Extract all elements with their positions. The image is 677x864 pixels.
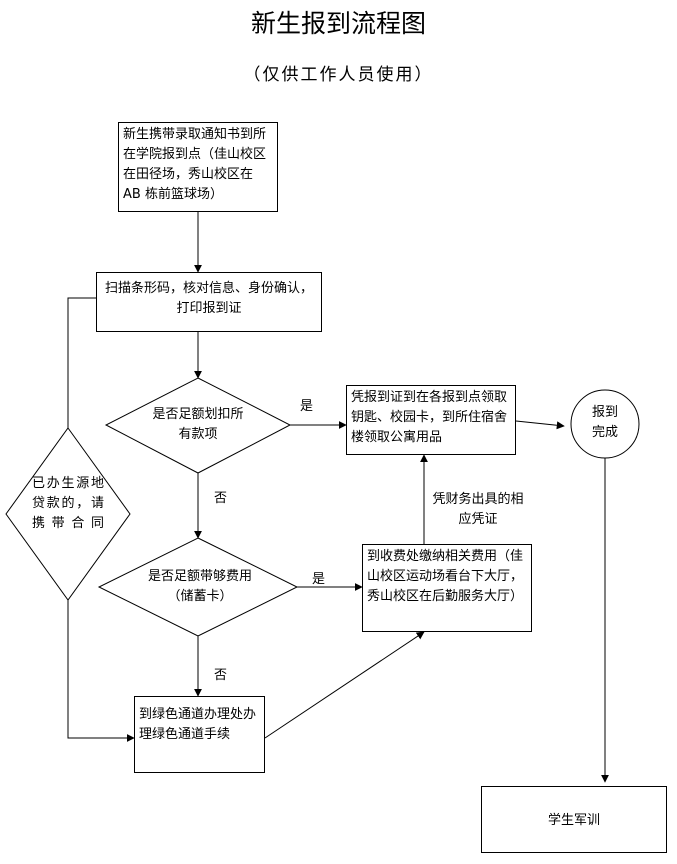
done-shape (570, 389, 640, 459)
node-military: 学生军训 (481, 786, 667, 853)
arrow-loan-to-green (67, 600, 135, 742)
node-decision-full: 是否足额划扣所有款项 (152, 407, 244, 442)
arrow-green-to-pay (264, 631, 425, 739)
node-green-channel: 到绿色通道办理处办理绿色通道手续 (134, 696, 265, 773)
node-start: 新生携带录取通知书到所在学院报到点（佳山校区在田径场，秀山校区在 AB 栋前篮球… (118, 122, 278, 212)
node-done: 报到完成 (591, 405, 618, 440)
node-collect-keys: 凭报到证到在各报到点领取钥匙、校园卡，到所住宿舍楼领取公寓用品 (346, 385, 516, 455)
edge-label-yes2: 是 (312, 572, 326, 587)
node-decision-card: 是否足额带够费用（储蓄卡） (147, 569, 252, 604)
decision-full-shape (104, 377, 292, 474)
node-scan: 扫描条形码，核对信息、身份确认，打印报到证 (96, 272, 322, 332)
decision-card-shape (97, 537, 299, 637)
loan-shape (5, 427, 131, 601)
arrow-keys-to-done (515, 420, 565, 430)
edge-label-yes1: 是 (300, 399, 314, 414)
page-subtitle: （仅供工作人员使用） (243, 65, 434, 85)
edge-label-no2: 否 (214, 668, 228, 683)
node-loan: 已办生源地贷款的，请携带合同 (32, 476, 104, 531)
edge-label-receipt: 凭财务出具的相应凭证 (432, 492, 524, 527)
line-scan-to-loan (67, 297, 96, 428)
node-pay-fees: 到收费处缴纳相关费用（佳山校区运动场看台下大厅，秀山校区在后勤服务大厅） (362, 544, 532, 632)
page-title: 新生报到流程图 (250, 9, 426, 38)
edge-label-no1: 否 (214, 491, 228, 506)
